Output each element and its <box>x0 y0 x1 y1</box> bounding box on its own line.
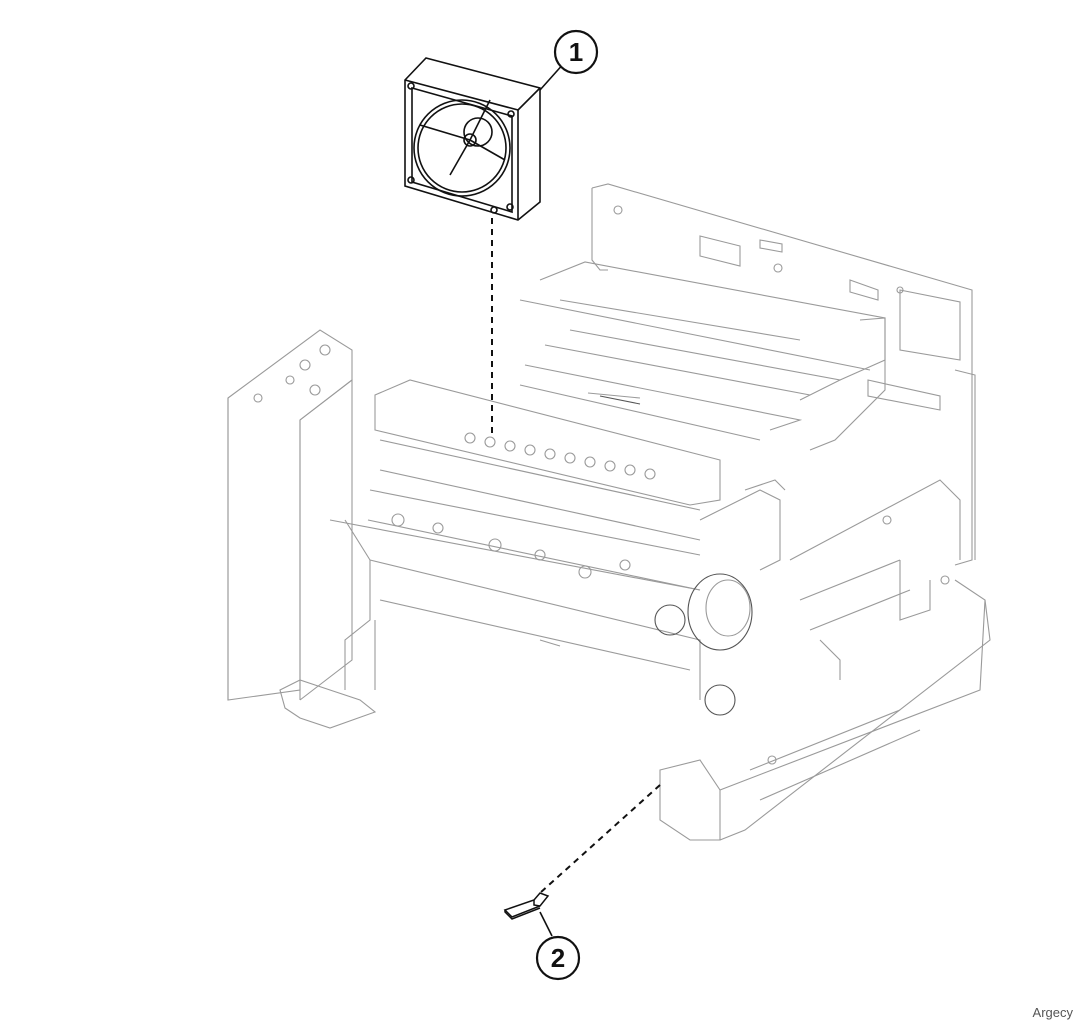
watermark: Argecy <box>1032 1005 1073 1020</box>
callout-2-label: 2 <box>551 943 565 973</box>
left-side-panel-front <box>227 398 301 700</box>
rear-frame <box>591 183 973 566</box>
drive-motor <box>687 573 753 651</box>
fan-part <box>404 57 541 221</box>
lower-frame <box>369 559 701 700</box>
right-base <box>659 759 721 841</box>
bracket-install-path <box>539 784 661 894</box>
gear-lower <box>704 684 736 716</box>
callout-1: 1 <box>553 29 599 75</box>
gear-large <box>654 604 686 636</box>
bracket-part <box>503 892 550 920</box>
callout-1-circle <box>553 29 599 75</box>
callout-1-label: 1 <box>569 37 583 67</box>
front-rail <box>374 379 721 506</box>
printer-chassis-drawing <box>227 183 991 841</box>
fan-spokes <box>419 99 506 176</box>
fan-hub <box>463 117 493 147</box>
roller-row <box>464 432 656 480</box>
callout-2: 2 <box>535 935 581 981</box>
callout-2-circle <box>535 935 581 981</box>
bracket-leader-line <box>539 911 553 937</box>
left-side-panel <box>227 329 353 701</box>
